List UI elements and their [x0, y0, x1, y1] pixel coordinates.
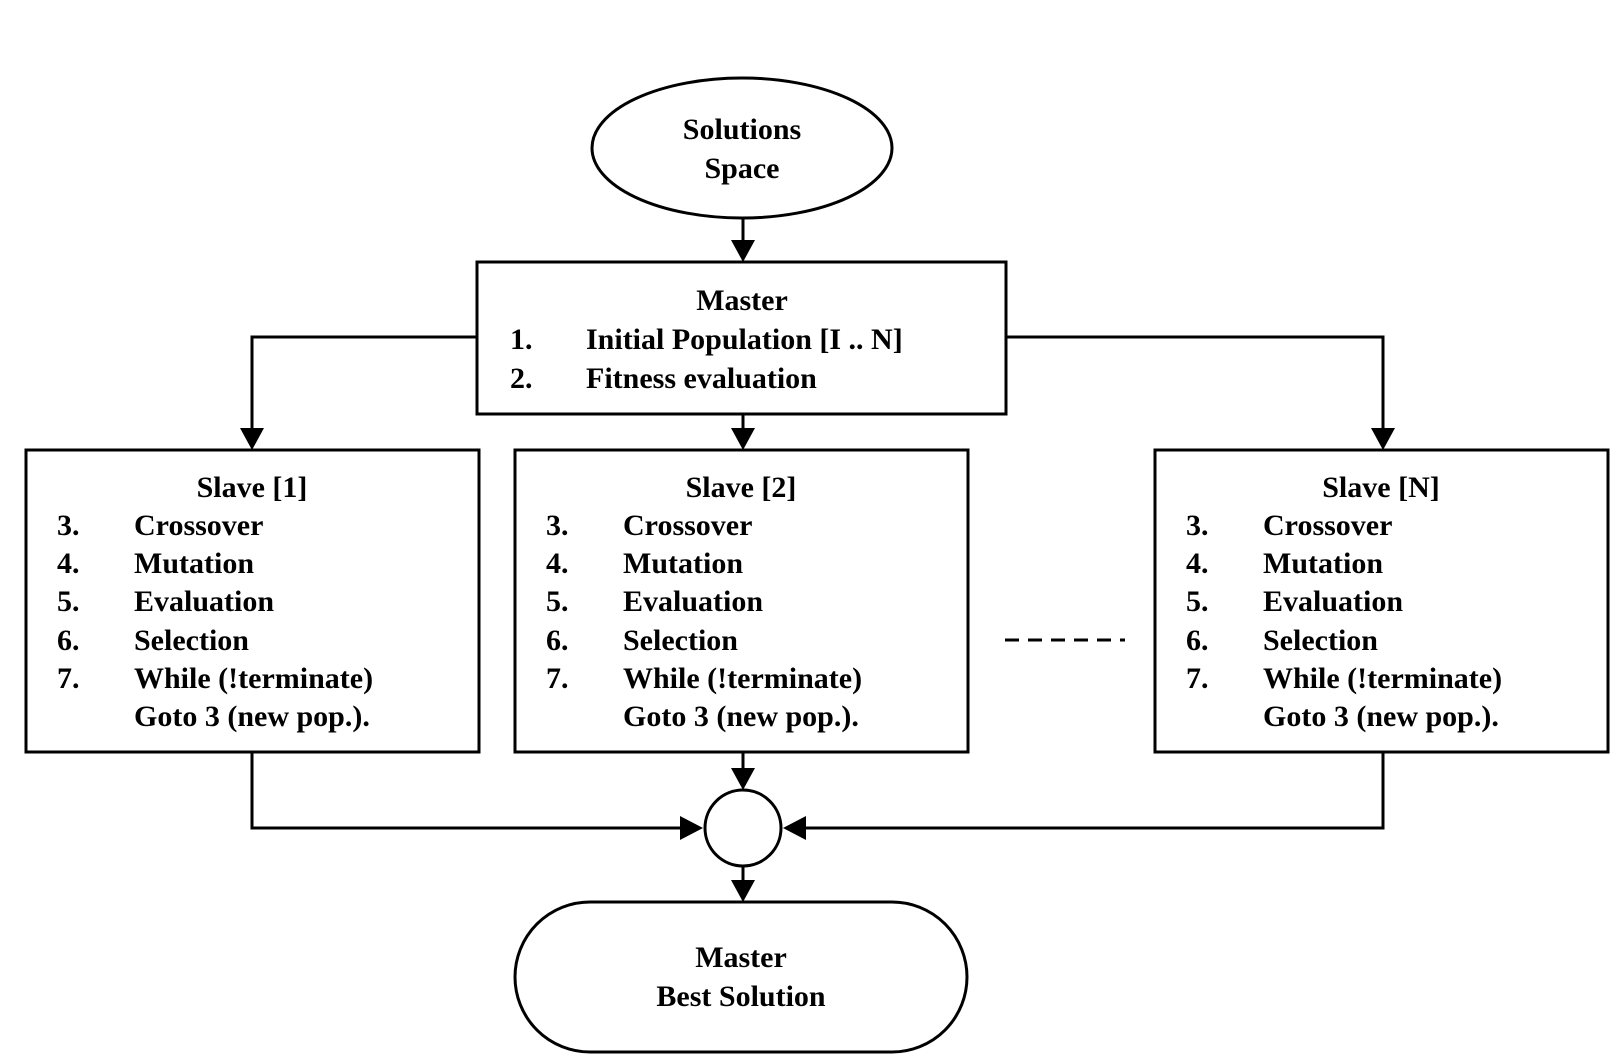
slave-step-number: 7. [546, 662, 569, 695]
slave-step-number: 4. [1186, 547, 1209, 580]
slave-step-number: 3. [546, 509, 569, 542]
slave-step-number: 5. [546, 585, 569, 618]
slave-step-text: Selection [1263, 624, 1378, 657]
slave-title: Slave [1] [197, 471, 308, 504]
slave-step-text: While (!terminate) [1263, 662, 1502, 695]
slave-step-text: While (!terminate) [134, 662, 373, 695]
slave-step-text: Crossover [134, 509, 263, 542]
slave-step-number: 7. [57, 662, 80, 695]
best-solution-label-line1: Master [695, 941, 787, 974]
slave-step-number: 6. [546, 624, 569, 657]
slave-step-number: 3. [1186, 509, 1209, 542]
master-step-number: 1. [510, 323, 533, 356]
solutions-space-node: Solutions Space [590, 76, 894, 220]
merge-node [703, 788, 783, 868]
slave-step-text: Mutation [623, 547, 743, 580]
connectors [240, 218, 1395, 902]
slave-step-text: Goto 3 (new pop.). [623, 700, 859, 733]
slave-step-text: Selection [134, 624, 249, 657]
slave-step-number: 3. [57, 509, 80, 542]
slave-step-number: 5. [1186, 585, 1209, 618]
arrowhead-into-slave-2 [731, 428, 755, 450]
arrowhead-into-slave-n [1371, 428, 1395, 450]
slave-step-text: Selection [623, 624, 738, 657]
arrowhead-into-merge-left [680, 816, 703, 840]
master-step-text: Initial Population [I .. N] [586, 323, 903, 356]
arrowhead-into-result [731, 880, 755, 902]
slave-step-text: While (!terminate) [623, 662, 862, 695]
arrowhead-into-master [731, 240, 755, 262]
master-node: Master 1. Initial Population [I .. N] 2.… [475, 260, 1008, 416]
arrowhead-into-slave-1 [240, 428, 264, 450]
slave-n-node: Slave [N] 3. Crossover 4. Mutation 5. Ev… [1153, 448, 1610, 754]
best-solution-label-line2: Best Solution [656, 980, 826, 1013]
slave-step-text: Crossover [623, 509, 752, 542]
connector-slave-n-to-merge [806, 752, 1385, 830]
solutions-space-label-line2: Space [705, 152, 780, 185]
slave-step-text: Mutation [1263, 547, 1383, 580]
slave-step-number: 6. [1186, 624, 1209, 657]
solutions-space-label-line1: Solutions [683, 113, 801, 146]
master-step-text: Fitness evaluation [586, 362, 817, 395]
connector-slave-1-to-merge [250, 752, 680, 830]
master-title: Master [696, 284, 788, 317]
slave-step-text: Goto 3 (new pop.). [1263, 700, 1499, 733]
slave-step-number: 4. [546, 547, 569, 580]
slave-2-node: Slave [2] 3. Crossover 4. Mutation 5. Ev… [513, 448, 970, 754]
connector-master-to-slave-n [1006, 335, 1385, 428]
slave-title: Slave [N] [1322, 471, 1439, 504]
connector-master-to-slave-1 [250, 335, 477, 428]
arrowhead-into-merge-top [731, 768, 755, 790]
best-solution-node: Master Best Solution [513, 900, 969, 1054]
slave-step-number: 5. [57, 585, 80, 618]
slave-title: Slave [2] [686, 471, 797, 504]
slave-step-number: 4. [57, 547, 80, 580]
slave-step-text: Evaluation [134, 585, 274, 618]
master-step-number: 2. [510, 362, 533, 395]
slave-step-text: Evaluation [623, 585, 763, 618]
slave-step-text: Evaluation [1263, 585, 1403, 618]
slave-step-text: Mutation [134, 547, 254, 580]
arrowhead-into-merge-right [783, 816, 806, 840]
slave-1-node: Slave [1] 3. Crossover 4. Mutation 5. Ev… [24, 448, 481, 754]
slave-step-number: 6. [57, 624, 80, 657]
slave-step-text: Crossover [1263, 509, 1392, 542]
slave-step-number: 7. [1186, 662, 1209, 695]
slave-step-text: Goto 3 (new pop.). [134, 700, 370, 733]
